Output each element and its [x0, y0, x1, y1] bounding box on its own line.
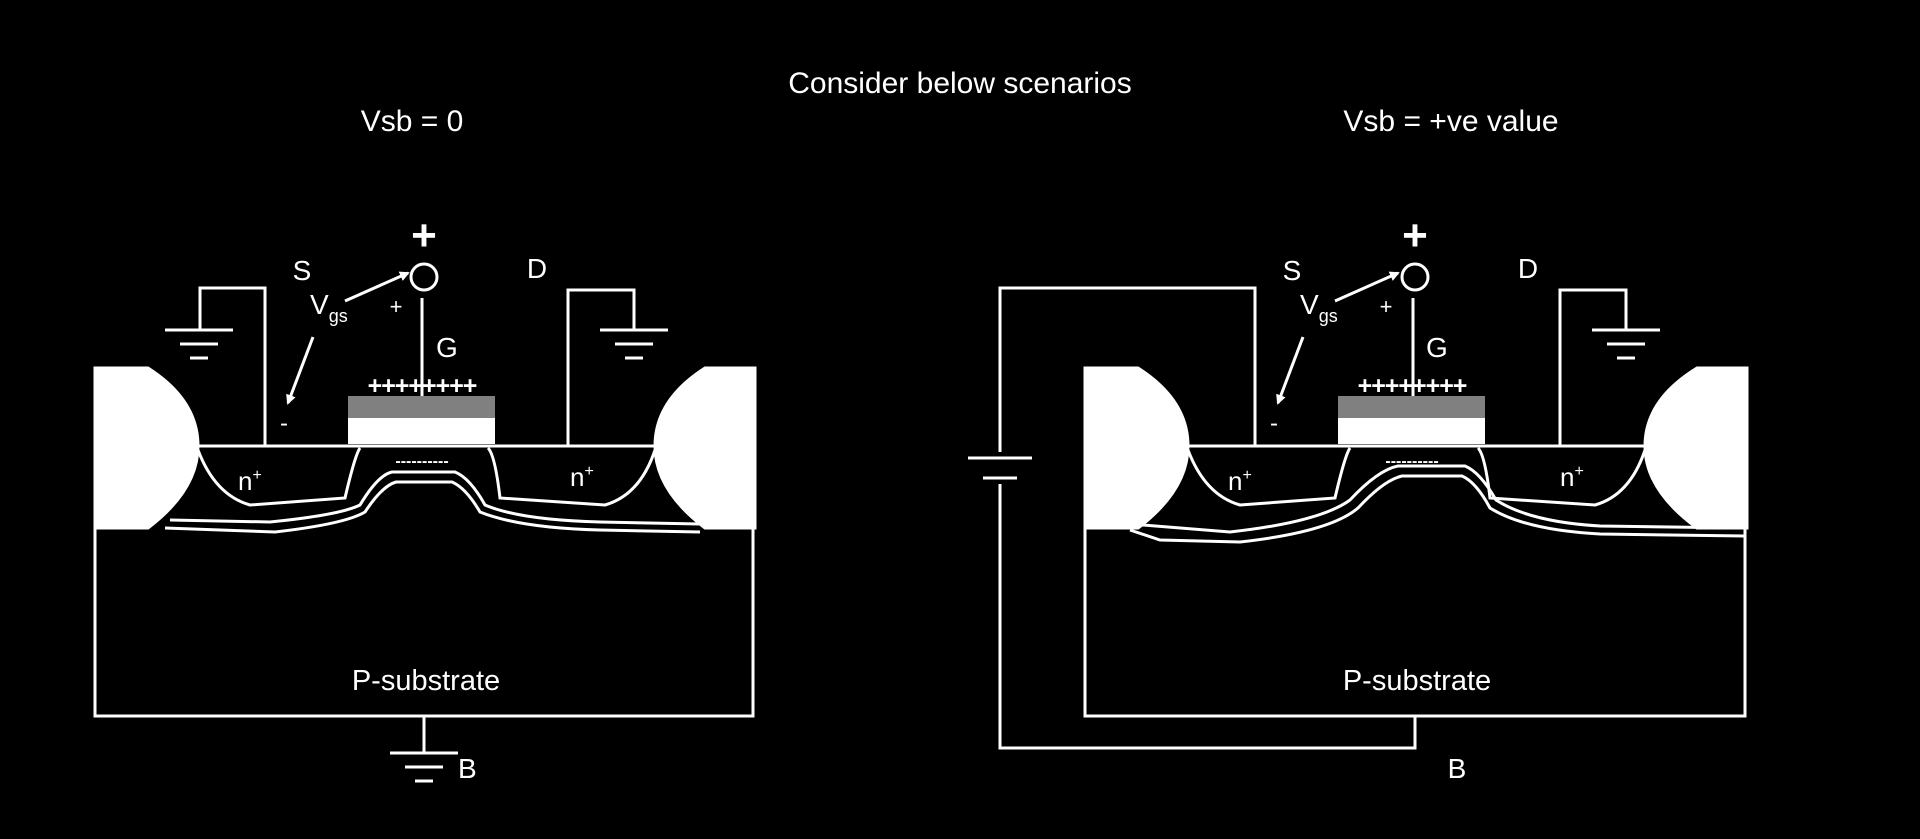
left-nplus-source-n: n — [238, 466, 252, 496]
left-vgs-sub: gs — [329, 306, 348, 326]
left-nplus-source-sup: + — [252, 467, 261, 484]
right-vgs-arrow-down — [1276, 336, 1305, 405]
right-field-oxide-left — [1083, 366, 1190, 530]
right-diagram: Vsb = +ve value — [968, 105, 1749, 750]
left-source-label: S — [293, 255, 312, 286]
right-nplus-source — [1186, 447, 1352, 507]
right-vgs-sub: gs — [1319, 306, 1338, 326]
left-small-plus: + — [390, 294, 403, 319]
right-vgs-main: V — [1300, 289, 1319, 320]
right-nplus-drain-n: n — [1560, 462, 1574, 492]
left-field-oxide-left — [93, 366, 200, 530]
right-drain-wire — [1558, 288, 1628, 446]
right-heading: Vsb = +ve value — [1343, 105, 1558, 138]
right-nplus-source-label: n+ — [1228, 466, 1252, 496]
left-labels: + S D G Vgs + - ++++++++ ---------- n+ n… — [238, 211, 594, 784]
right-source-label: S — [1283, 255, 1302, 286]
right-nplus-drain — [1476, 446, 1647, 507]
right-field-oxide-right — [1643, 366, 1749, 530]
left-drain-label: D — [527, 253, 547, 284]
right-nplus-source-n: n — [1228, 466, 1242, 496]
left-vgs-main: V — [310, 289, 329, 320]
left-gate-metal — [348, 396, 495, 418]
left-heading: Vsb = 0 — [361, 105, 464, 138]
left-vgs-arrow-down — [286, 336, 315, 405]
right-nplus-drain-label: n+ — [1560, 462, 1584, 492]
right-substrate-label: P-substrate — [1343, 665, 1491, 697]
right-nplus-drain-sup: + — [1574, 463, 1583, 480]
right-source-wire — [998, 286, 1257, 452]
left-gate-terminal — [409, 262, 439, 292]
right-depletion-inner — [1129, 464, 1746, 534]
right-gate-charges: ++++++++ — [1358, 372, 1467, 400]
right-vgs-label: Vgs — [1300, 289, 1338, 326]
left-body-label: B — [458, 753, 477, 784]
left-gate-oxide — [348, 418, 495, 444]
left-nplus-drain-sup: + — [584, 463, 593, 480]
left-gate-plus-sign: + — [411, 211, 437, 260]
right-vgs-arrow-up — [1334, 271, 1400, 303]
left-minus-sign: - — [280, 410, 288, 437]
left-vgs-arrow-up — [344, 271, 410, 303]
left-gate-label: G — [436, 332, 458, 363]
left-nplus-drain-label: n+ — [570, 462, 594, 492]
right-body-label: B — [1448, 753, 1467, 784]
left-nplus-drain-n: n — [570, 462, 584, 492]
right-labels: + S D G Vgs + - ++++++++ ---------- n+ n… — [1228, 211, 1584, 784]
right-channel-charges: ---------- — [1385, 453, 1438, 470]
right-gate-terminal — [1400, 262, 1430, 292]
left-nplus-drain — [486, 446, 657, 507]
left-depletion-inner — [169, 470, 701, 526]
left-source-wire — [198, 286, 267, 446]
left-gate-charges: ++++++++ — [368, 372, 477, 400]
left-vgs-label: Vgs — [310, 289, 348, 326]
right-gate-label: G — [1426, 332, 1448, 363]
page-title: Consider below scenarios — [788, 67, 1132, 100]
right-minus-sign: - — [1270, 410, 1278, 437]
left-substrate-label: P-substrate — [352, 665, 500, 697]
left-nplus-source — [196, 447, 362, 507]
left-nplus-source-label: n+ — [238, 466, 262, 496]
left-field-oxide-right — [653, 366, 757, 530]
right-depletion-outer — [1129, 474, 1746, 544]
left-diagram: Vsb = 0 — [93, 105, 757, 783]
right-drain-label: D — [1518, 253, 1538, 284]
right-nplus-source-sup: + — [1242, 467, 1251, 484]
right-gate-oxide — [1338, 418, 1485, 444]
right-small-plus: + — [1380, 294, 1393, 319]
left-depletion-outer — [164, 480, 701, 534]
left-channel-charges: ---------- — [395, 453, 448, 470]
right-gate-metal — [1338, 396, 1485, 418]
right-gate-plus-sign: + — [1402, 211, 1428, 260]
left-drain-wire — [566, 288, 636, 446]
right-body-wire — [998, 484, 1417, 750]
